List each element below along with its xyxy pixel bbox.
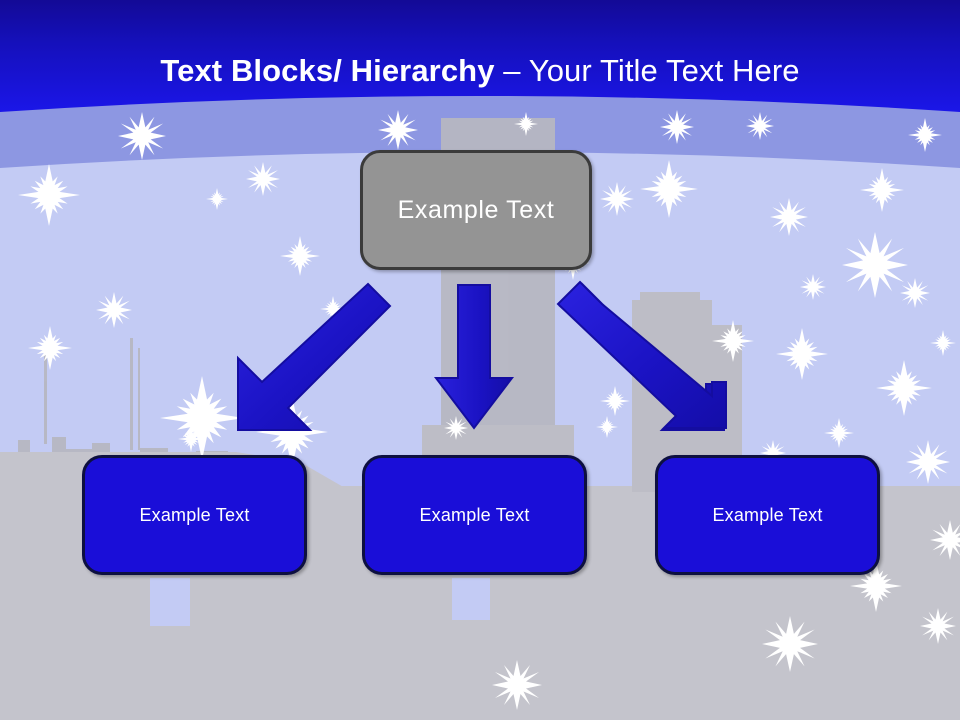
node-child-1-label: Example Text: [139, 504, 250, 525]
arrow-down-right: [556, 280, 727, 431]
node-child-3-label: Example Text: [712, 504, 823, 525]
header-arc: [0, 0, 960, 112]
node-parent[interactable]: Example Text: [360, 150, 592, 270]
node-child-2-label: Example Text: [419, 504, 530, 525]
window-gap-center: [452, 578, 490, 620]
window-gap-left: [150, 578, 190, 626]
node-child-2[interactable]: Example Text: [362, 455, 587, 575]
node-child-3[interactable]: Example Text: [655, 455, 880, 575]
node-parent-label: Example Text: [397, 195, 555, 224]
node-child-1[interactable]: Example Text: [82, 455, 307, 575]
arrow-down: [433, 284, 515, 430]
arrow-down-left: [237, 282, 392, 431]
